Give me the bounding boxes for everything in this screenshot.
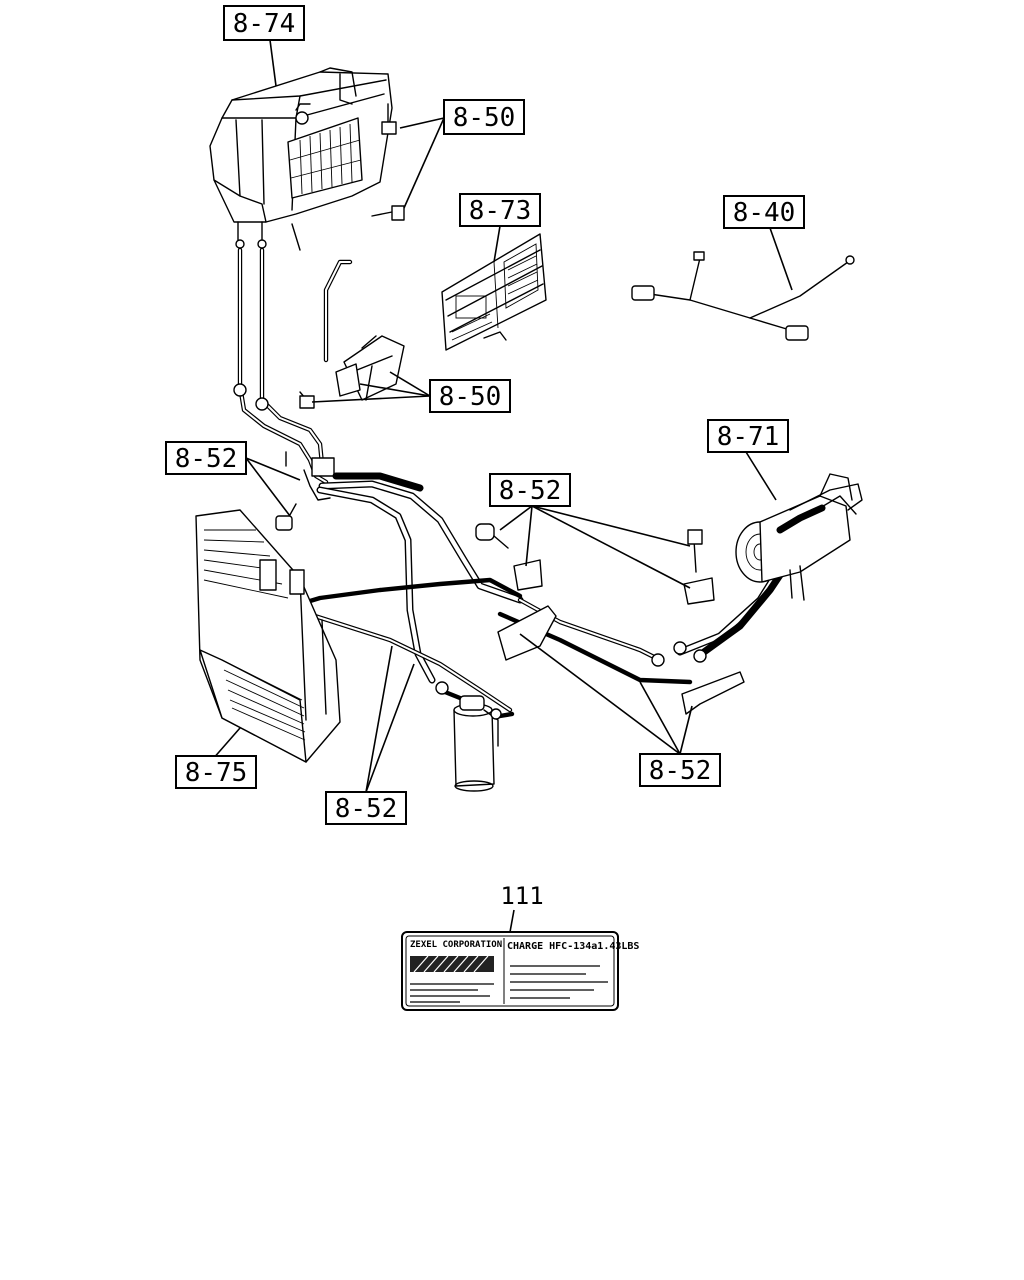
callout-lines-bottom-right-label: 8-52 xyxy=(649,756,712,786)
callout-bolts-upper: 8-50 xyxy=(443,99,525,135)
callout-lines-bottom-center-label: 8-52 xyxy=(335,794,398,824)
callout-filter-label: 8-73 xyxy=(469,196,532,226)
callout-harness-label: 8-40 xyxy=(733,198,796,228)
callout-clamp-left-label: 8-52 xyxy=(175,444,238,474)
callout-condenser-label: 8-75 xyxy=(185,758,248,788)
caution-label-charge: CHARGE HFC-134a1.43LBS xyxy=(507,941,639,952)
caution-label-fine-print xyxy=(410,965,608,1003)
caution-label-hatching xyxy=(413,955,489,973)
callout-bolts-upper-label: 8-50 xyxy=(453,103,516,133)
leader-lines xyxy=(211,39,793,933)
callout-clamp-left: 8-52 xyxy=(165,441,247,475)
compressor-drawing xyxy=(735,473,863,601)
brackets-middle-drawing xyxy=(299,335,405,409)
callout-brackets-middle: 8-50 xyxy=(429,379,511,413)
clamps-drawing xyxy=(475,523,745,715)
callout-clamps-center-label: 8-52 xyxy=(499,476,562,506)
caution-label-hatched-block xyxy=(410,956,494,972)
filter-drawing xyxy=(441,233,547,351)
evaporator-lines-drawing xyxy=(233,247,353,531)
callout-condenser: 8-75 xyxy=(175,755,257,789)
caution-label-maker: ZEXEL CORPORATION xyxy=(410,940,502,950)
callout-filter: 8-73 xyxy=(459,193,541,227)
wiring-harness-drawing xyxy=(631,251,855,341)
callout-compressor-label: 8-71 xyxy=(717,422,780,452)
callout-lines-bottom-right: 8-52 xyxy=(639,753,721,787)
bolts-upper-drawing xyxy=(371,103,405,221)
caution-label: 111 ZEXEL CORPORATION CHARGE HFC-134a1.4… xyxy=(401,882,639,1011)
callout-brackets-middle-label: 8-50 xyxy=(439,382,502,412)
callout-lines-bottom-center: 8-52 xyxy=(325,791,407,825)
evaporator-unit-drawing xyxy=(209,67,393,251)
caution-label-ref-number: 111 xyxy=(500,882,543,910)
callout-evaporator-unit-label: 8-74 xyxy=(233,9,296,39)
callout-evaporator-unit: 8-74 xyxy=(223,5,305,41)
receiver-drier-drawing xyxy=(435,681,502,792)
callout-clamps-center: 8-52 xyxy=(489,473,571,507)
callout-compressor: 8-71 xyxy=(707,419,789,453)
callout-harness: 8-40 xyxy=(723,195,805,229)
condenser-drawing xyxy=(195,509,341,763)
